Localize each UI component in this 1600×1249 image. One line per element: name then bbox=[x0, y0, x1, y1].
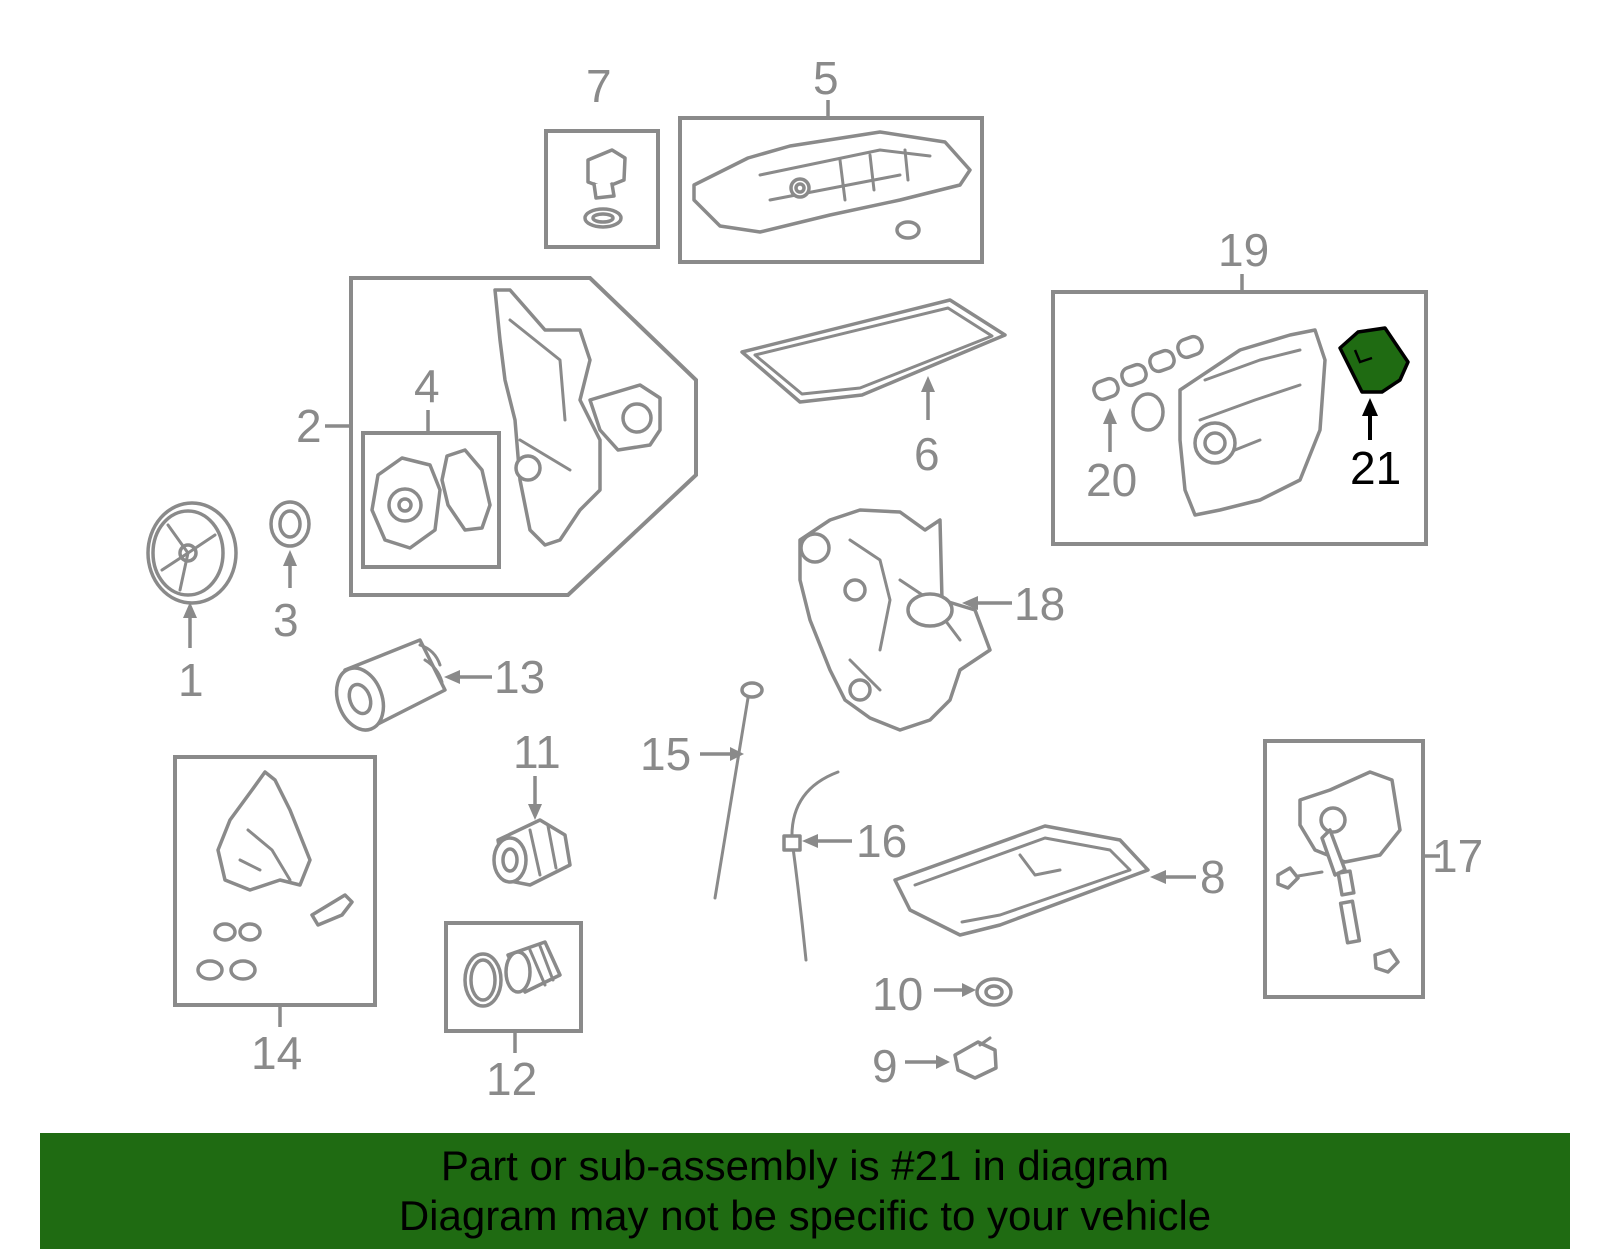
label-17: 17 bbox=[1432, 830, 1483, 882]
label-21: 21 bbox=[1350, 442, 1401, 494]
part-5-valve-cover[interactable] bbox=[692, 130, 972, 240]
label-6: 6 bbox=[914, 428, 940, 480]
label-7: 7 bbox=[586, 60, 612, 112]
part-2-timing-cover[interactable] bbox=[493, 288, 662, 547]
box-part-17 bbox=[1263, 739, 1425, 999]
label-13: 13 bbox=[494, 651, 545, 703]
label-2: 2 bbox=[296, 400, 322, 452]
part-12-filter-element[interactable] bbox=[463, 940, 562, 1008]
part-14-oil-pump-kit[interactable] bbox=[196, 770, 354, 981]
banner-line-2: Diagram may not be specific to your vehi… bbox=[398, 1192, 1212, 1239]
part-10-drain-gasket[interactable] bbox=[975, 977, 1013, 1007]
label-16: 16 bbox=[856, 815, 907, 867]
part-18-oil-pump-assembly[interactable] bbox=[798, 508, 992, 732]
label-4: 4 bbox=[414, 360, 440, 412]
part-15-dipstick[interactable] bbox=[713, 681, 764, 900]
label-9: 9 bbox=[872, 1040, 898, 1092]
part-13-oil-filter[interactable] bbox=[328, 638, 447, 737]
label-18: 18 bbox=[1014, 578, 1065, 630]
label-3: 3 bbox=[273, 594, 299, 646]
box-part-4 bbox=[361, 431, 501, 569]
label-10: 10 bbox=[872, 968, 923, 1020]
part-20-intake-gaskets[interactable] bbox=[1092, 334, 1205, 432]
label-14: 14 bbox=[251, 1027, 302, 1079]
box-part-5 bbox=[678, 116, 984, 264]
box-part-2 bbox=[349, 276, 698, 597]
label-11: 11 bbox=[513, 726, 561, 778]
part-19-intake-manifold[interactable] bbox=[1178, 328, 1327, 517]
label-19: 19 bbox=[1218, 224, 1269, 276]
part-3-seal[interactable] bbox=[269, 500, 311, 548]
box-part-14 bbox=[173, 755, 377, 1007]
part-7-oil-cap[interactable] bbox=[583, 148, 627, 229]
part-1-crank-pulley[interactable] bbox=[146, 501, 238, 605]
box-part-19 bbox=[1051, 290, 1428, 546]
part-17-oil-pump-parts[interactable] bbox=[1276, 770, 1402, 974]
part-8-oil-pan[interactable] bbox=[893, 824, 1150, 937]
label-5: 5 bbox=[813, 52, 839, 104]
label-12: 12 bbox=[486, 1053, 537, 1105]
part-16-dipstick-tube[interactable] bbox=[782, 770, 840, 962]
part-11-adaptor[interactable] bbox=[492, 818, 572, 887]
label-8: 8 bbox=[1200, 851, 1226, 903]
label-1: 1 bbox=[178, 654, 204, 706]
banner-line-1: Part or sub-assembly is #21 in diagram bbox=[440, 1142, 1170, 1189]
box-part-7 bbox=[544, 129, 660, 249]
label-15: 15 bbox=[640, 728, 691, 780]
part-9-drain-plug[interactable] bbox=[953, 1036, 998, 1080]
part-6-gasket[interactable] bbox=[740, 298, 1007, 404]
part-4-water-pump[interactable] bbox=[370, 448, 492, 550]
part-21-highlighted[interactable] bbox=[1338, 326, 1410, 394]
label-20: 20 bbox=[1086, 454, 1137, 506]
info-banner: Part or sub-assembly is #21 in diagram D… bbox=[40, 1133, 1570, 1249]
